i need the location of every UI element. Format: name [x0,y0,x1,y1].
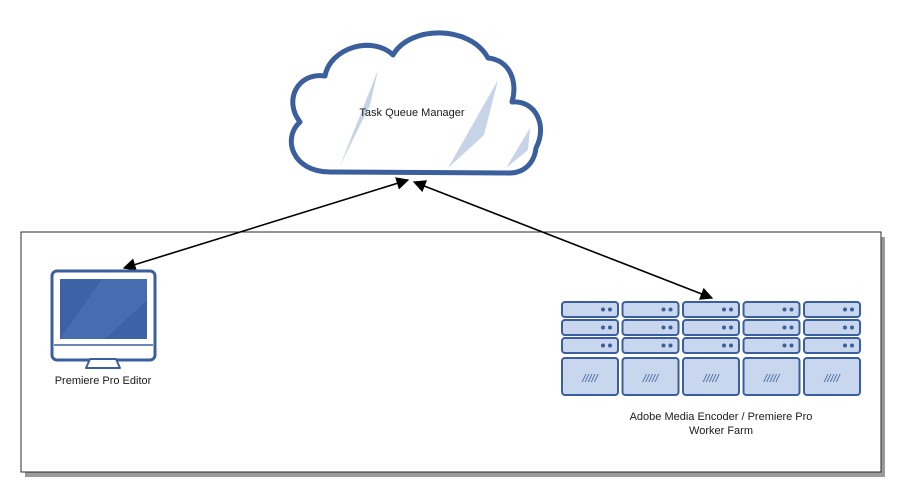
rack-vent-glyph: ///// [702,373,719,385]
rack-vent-glyph: ///// [642,373,659,385]
farm-label-line1: Adobe Media Encoder / Premiere Pro [630,411,813,423]
arrow-farm-to-queue [412,180,714,300]
server-rack: ///// [561,301,619,396]
cloud-label: Task Queue Manager [359,107,465,119]
editor-label: Premiere Pro Editor [55,375,152,387]
server-rack: ///// [682,301,740,396]
rack-vent-glyph: ///// [581,373,598,385]
server-rack: ///// [742,301,801,396]
farm-label-line2: Worker Farm [689,425,753,437]
arrow-editor-to-queue [122,177,410,271]
server-rack: ///// [621,301,680,396]
monitor-icon [50,269,157,369]
server-rack-icon: ///// ///// ///// ///// ///// [561,301,861,396]
server-rack: ///// [803,301,861,396]
rack-vent-glyph: ///// [823,373,840,385]
rack-vent-glyph: ///// [763,373,780,385]
cloud-icon [288,30,543,176]
